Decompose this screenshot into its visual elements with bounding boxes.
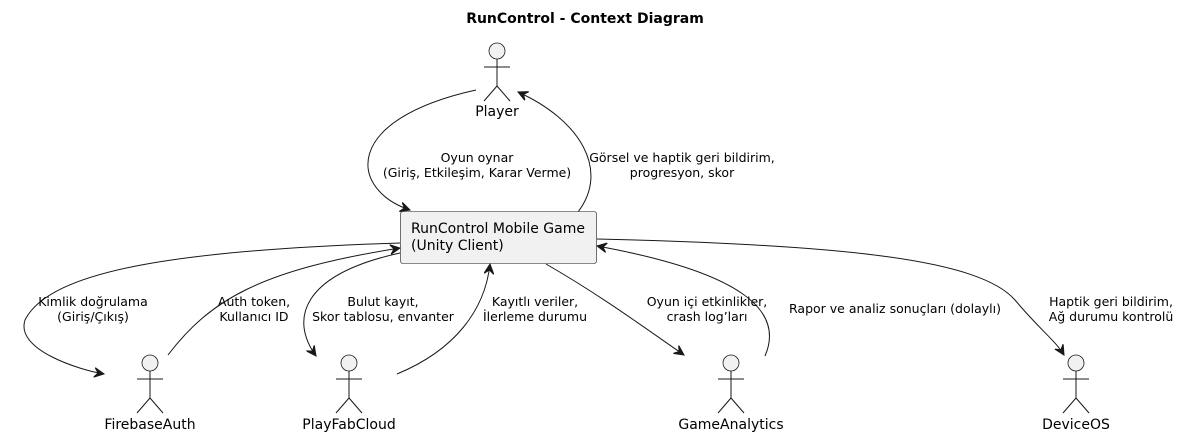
edge-label-game-to-analytics-2: crash log’ları	[667, 309, 748, 324]
stick-figure-icon	[136, 354, 164, 414]
edge-label-player-to-game-1: Oyun oynar	[441, 150, 515, 165]
diagram-title: RunControl - Context Diagram	[466, 11, 704, 27]
edge-label-game-to-deviceos-2: Ağ durumu kontrolü	[1049, 309, 1174, 324]
edge-label-analytics-to-game: Rapor ve analiz sonuçları (dolaylı)	[789, 301, 1001, 316]
edge-player-to-game	[367, 89, 477, 210]
actor-gameanalytics: GameAnalytics	[678, 354, 784, 433]
edge-label-firebase-to-game-2: Kullanıcı ID	[219, 309, 288, 324]
actor-deviceos-label: DeviceOS	[1042, 417, 1110, 433]
edge-playfab-to-game	[396, 264, 490, 375]
actor-playfabcloud-label: PlayFabCloud	[302, 417, 395, 433]
edge-label-playfab-to-game-1: Kayıtlı veriler,	[492, 294, 578, 309]
actor-firebaseauth-label: FirebaseAuth	[104, 417, 195, 433]
stick-figure-icon	[335, 354, 363, 414]
actor-playfabcloud: PlayFabCloud	[302, 354, 396, 433]
stick-figure-icon	[717, 354, 745, 414]
edge-game-to-playfab	[303, 252, 401, 356]
edge-firebase-to-game	[167, 248, 400, 356]
edge-label-game-to-playfab-2: Skor tablosu, envanter	[312, 309, 455, 324]
edge-analytics-to-game	[597, 246, 770, 357]
edge-label-game-to-firebase-2: (Giriş/Çıkış)	[57, 309, 129, 324]
edge-label-player-to-game-2: (Giriş, Etkileşim, Karar Verme)	[383, 165, 571, 180]
stick-figure-icon	[483, 42, 511, 102]
edge-label-game-to-analytics-1: Oyun içi etkinlikler,	[647, 294, 768, 309]
edge-label-game-to-player-2: progresyon, skor	[630, 165, 735, 180]
edge-label-firebase-to-game-1: Auth token,	[218, 294, 290, 309]
edge-game-to-analytics	[545, 263, 684, 355]
edge-label-game-to-firebase-1: Kimlik doğrulama	[38, 294, 148, 309]
system-node-label-2: (Unity Client)	[411, 238, 504, 254]
actor-player-label: Player	[475, 104, 519, 120]
edge-game-to-firebase	[23, 242, 401, 374]
stick-figure-icon	[1062, 354, 1090, 414]
system-node-label-1: RunControl Mobile Game	[411, 221, 585, 237]
system-node-runcontrol: RunControl Mobile Game (Unity Client)	[400, 211, 597, 264]
edge-label-game-to-playfab-1: Bulut kayıt,	[347, 294, 418, 309]
actor-firebaseauth: FirebaseAuth	[104, 354, 196, 433]
actor-player: Player	[475, 42, 519, 120]
edge-label-game-to-deviceos-1: Haptik geri bildirim,	[1049, 294, 1173, 309]
system-node-box	[400, 211, 597, 264]
edge-game-to-deviceos	[596, 238, 1064, 355]
actor-gameanalytics-label: GameAnalytics	[678, 417, 783, 433]
edge-game-to-player	[518, 92, 592, 213]
edge-label-playfab-to-game-2: İlerleme durumu	[483, 309, 587, 324]
edge-label-game-to-player-1: Görsel ve haptik geri bildirim,	[589, 150, 775, 165]
actor-deviceos: DeviceOS	[1042, 354, 1110, 433]
